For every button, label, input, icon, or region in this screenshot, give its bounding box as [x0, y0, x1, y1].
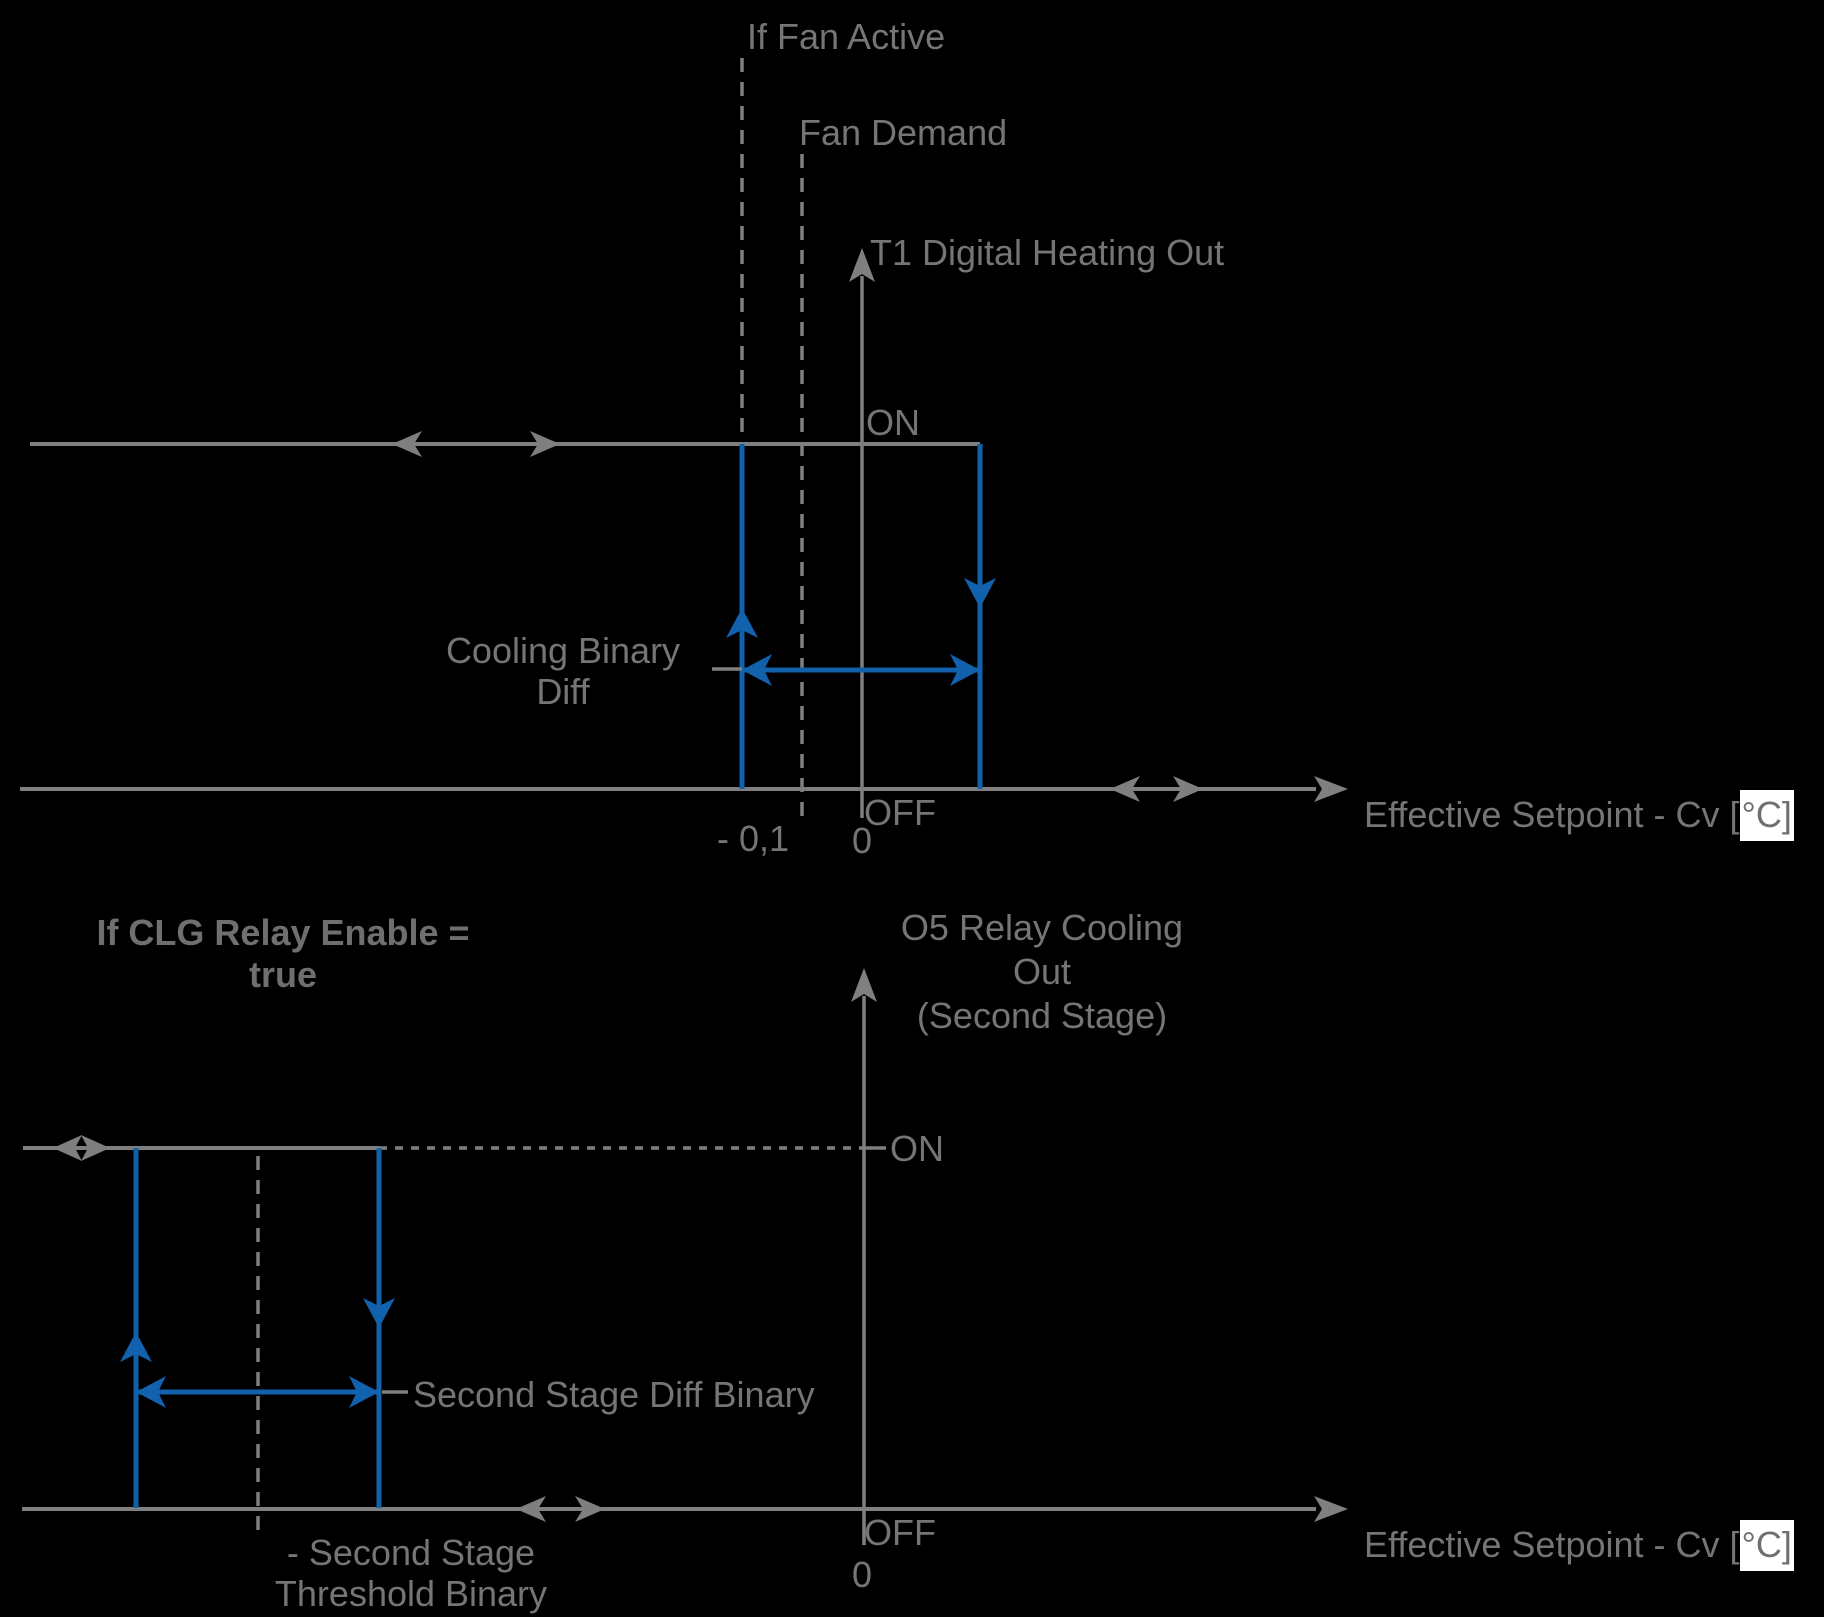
top-up-arrow-icon [726, 608, 758, 638]
second-stage-diff-label: Second Stage Diff Binary [413, 1374, 815, 1415]
bottom-down-arrow-icon [363, 1298, 395, 1328]
top-chart-curve [30, 58, 996, 820]
cooling-binary-diff-label: Cooling Binary Diff [430, 630, 696, 713]
bottom-x-axis-label: Effective Setpoint - Cv [°C] [1364, 1520, 1794, 1571]
bottom-x-axis-right-arrow-icon [575, 1496, 605, 1522]
top-zero-tick-label: 0 [851, 820, 873, 861]
clg-relay-enable-line1: If CLG Relay Enable = [96, 912, 470, 953]
bottom-diff-left-arrow-icon [136, 1376, 166, 1408]
top-on-line-left-arrow-icon [392, 431, 422, 457]
cooling-binary-diff-line1: Cooling Binary [445, 630, 681, 671]
second-stage-threshold-line1: - Second Stage [286, 1532, 536, 1573]
bottom-x-axis-label-text: Effective Setpoint - Cv [ [1364, 1524, 1740, 1565]
top-x-axis-arrow-icon [1314, 776, 1348, 802]
bottom-zero-tick-label: 0 [851, 1554, 873, 1595]
top-x-axis-label-text: Effective Setpoint - Cv [ [1364, 794, 1740, 835]
top-chart-axes [20, 248, 1348, 818]
top-on-line-right-arrow-icon [530, 431, 560, 457]
top-y-axis-arrow-icon [849, 248, 875, 282]
bottom-y-axis-label: O5 Relay Cooling Out (Second Stage) [880, 906, 1204, 1038]
fan-active-label: If Fan Active [747, 16, 946, 57]
top-x-axis-right-arrow-icon [1173, 776, 1203, 802]
bottom-y-axis-arrow-icon [851, 968, 877, 1002]
top-x-axis-left-arrow-icon [1110, 776, 1140, 802]
top-minus-tick-label: - 0,1 [716, 818, 790, 859]
top-diff-left-arrow-icon [742, 654, 772, 686]
bottom-chart-axes [22, 968, 1348, 1545]
bottom-on-line-left-arrow-icon [53, 1135, 82, 1161]
top-diff-right-arrow-icon [950, 654, 980, 686]
bottom-on-line-right-arrow-icon [81, 1135, 110, 1161]
top-x-axis-label: Effective Setpoint - Cv [°C] [1364, 790, 1794, 841]
top-on-label: ON [866, 402, 920, 443]
cooling-binary-diff-line2: Diff [536, 671, 590, 713]
second-stage-threshold-line2: Threshold Binary [274, 1573, 548, 1614]
bottom-chart-curve [23, 1135, 886, 1538]
bottom-x-axis-unit: °C] [1739, 1520, 1794, 1571]
bottom-y-axis-label-line3: (Second Stage) [916, 995, 1168, 1036]
bottom-x-axis-left-arrow-icon [516, 1496, 546, 1522]
bottom-y-axis-label-line1: O5 Relay Cooling [900, 907, 1184, 948]
top-off-label: OFF [864, 792, 936, 833]
clg-relay-enable-line2: true [248, 954, 317, 995]
bottom-off-label: OFF [864, 1512, 936, 1553]
bottom-x-axis-arrow-icon [1314, 1496, 1348, 1522]
top-down-arrow-icon [964, 578, 996, 608]
second-stage-threshold-label: - Second Stage Threshold Binary [225, 1532, 597, 1614]
top-x-axis-unit: °C] [1739, 790, 1794, 841]
bottom-up-arrow-icon [120, 1332, 152, 1362]
bottom-on-label: ON [890, 1128, 944, 1169]
clg-relay-enable-label: If CLG Relay Enable = true [60, 912, 506, 996]
fan-demand-label: Fan Demand [799, 112, 1008, 153]
top-y-axis-label: T1 Digital Heating Out [870, 232, 1225, 273]
bottom-diff-right-arrow-icon [349, 1376, 379, 1408]
bottom-y-axis-label-line2: Out [1012, 951, 1072, 992]
